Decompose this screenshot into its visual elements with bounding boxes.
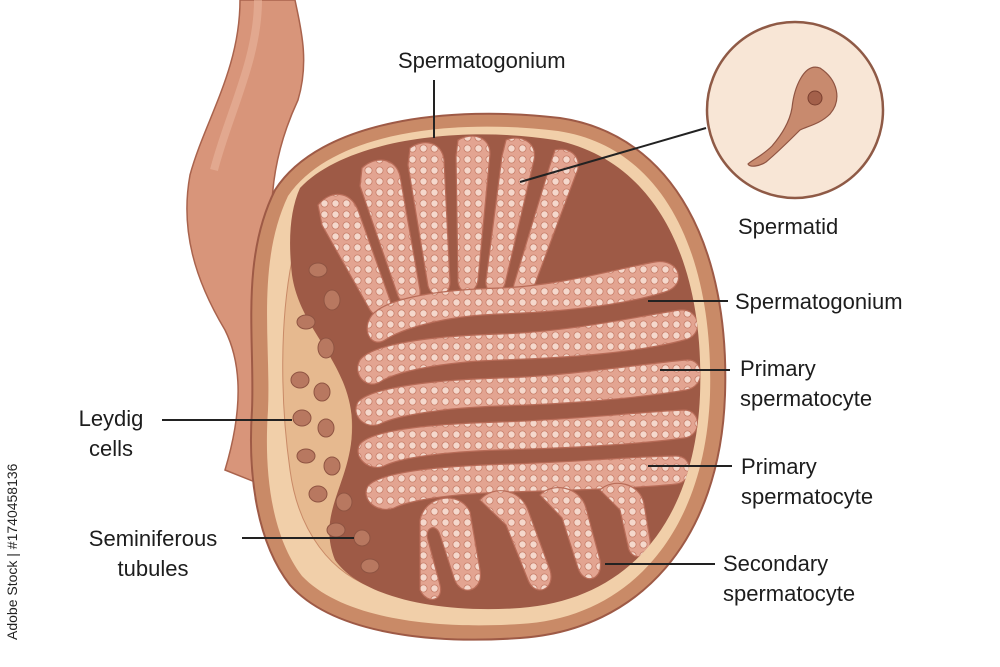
label-primary-spermatocyte-1: Primary spermatocyte <box>740 354 872 414</box>
label-spermatogonium-top: Spermatogonium <box>398 46 566 76</box>
stock-watermark-id: Adobe Stock | #1740458136 <box>4 464 20 640</box>
label-secondary-spermatocyte: Secondary spermatocyte <box>723 549 855 609</box>
label-secondary-line2: spermatocyte <box>723 579 855 609</box>
label-seminiferous-tubules: Seminiferous tubules <box>72 524 234 584</box>
label-primary-2-line2: spermatocyte <box>741 482 873 512</box>
label-primary-1-line1: Primary <box>740 354 872 384</box>
label-leydig-line1: Leydig <box>66 404 156 434</box>
label-spermatogonium-right: Spermatogonium <box>735 287 903 317</box>
label-seminiferous-line1: Seminiferous <box>72 524 234 554</box>
label-primary-2-line1: Primary <box>741 452 873 482</box>
label-seminiferous-line2: tubules <box>72 554 234 584</box>
label-secondary-line1: Secondary <box>723 549 855 579</box>
label-spermatid: Spermatid <box>738 212 838 242</box>
spermatid-inset <box>707 22 883 198</box>
label-primary-1-line2: spermatocyte <box>740 384 872 414</box>
label-leydig-line2: cells <box>66 434 156 464</box>
label-leydig-cells: Leydig cells <box>66 404 156 464</box>
label-primary-spermatocyte-2: Primary spermatocyte <box>741 452 873 512</box>
